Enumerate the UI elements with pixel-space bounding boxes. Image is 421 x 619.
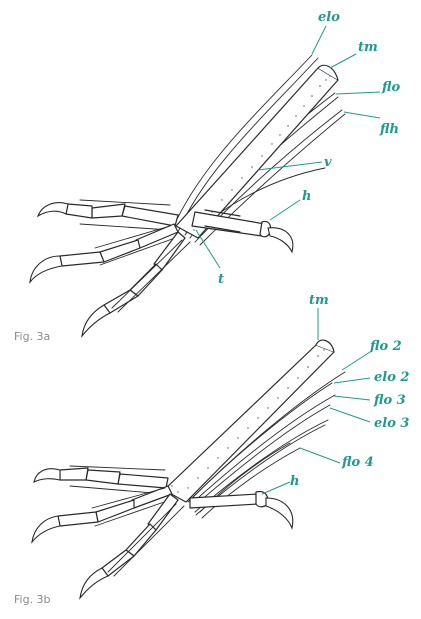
label-tm-3b: tm [309, 293, 329, 308]
label-elo: elo [318, 10, 340, 25]
label-h-3b: h [290, 474, 299, 489]
label-flo-4: flo 4 [341, 455, 374, 470]
label-t: t [218, 272, 224, 287]
fig-3b-drawing [31, 339, 346, 600]
label-h: h [302, 189, 311, 204]
label-flo: flo [381, 80, 400, 95]
fig-3b-labels: tm flo 2 elo 2 flo 3 elo 3 flo 4 h [290, 293, 409, 489]
label-flo-3: flo 3 [373, 393, 406, 408]
fig-3a-labels: elo tm flo flh v h t [218, 10, 400, 287]
label-tm: tm [358, 40, 378, 55]
fig-3a-leaders [195, 25, 381, 269]
label-flh: flh [379, 122, 399, 137]
bone-shading [171, 349, 325, 493]
fig-3b-leaders [261, 308, 371, 495]
label-v: v [324, 155, 332, 170]
label-elo-2: elo 2 [374, 370, 409, 385]
fig-3a-drawing [29, 54, 346, 338]
label-flo-2: flo 2 [369, 339, 402, 354]
figure-caption-3b: Fig. 3b [14, 593, 51, 606]
figure-caption-3a: Fig. 3a [14, 330, 50, 343]
label-elo-3: elo 3 [374, 416, 409, 431]
